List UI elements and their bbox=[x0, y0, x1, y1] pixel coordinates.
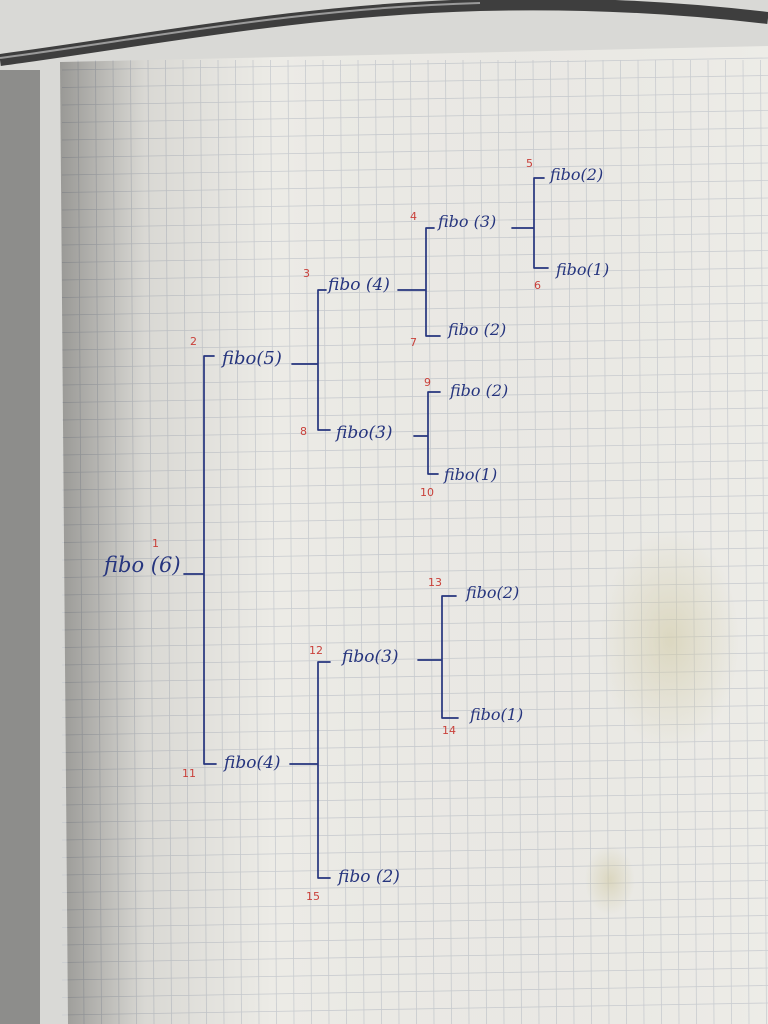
paper-sheet bbox=[60, 46, 768, 1024]
node-call-label: fibo (2) bbox=[449, 381, 508, 400]
call-order-number: 9 bbox=[424, 376, 431, 389]
node-call-label: fibo (6) bbox=[102, 553, 181, 577]
node-call-label: fibo (2) bbox=[447, 320, 506, 339]
cable bbox=[0, 0, 768, 66]
node-call-label: fibo(1) bbox=[469, 705, 523, 724]
node-call-label: fibo (4) bbox=[326, 275, 390, 295]
tree-connector bbox=[511, 177, 549, 269]
node-call-label: fibo (3) bbox=[437, 212, 496, 231]
node-call-label: fibo(3) bbox=[340, 647, 399, 667]
call-order-number: 1 bbox=[152, 537, 159, 550]
tree-connector bbox=[183, 355, 217, 765]
cable-highlight bbox=[0, 2, 481, 59]
tree-connector bbox=[397, 227, 441, 337]
stain bbox=[600, 530, 740, 750]
call-order-number: 4 bbox=[410, 210, 417, 223]
call-order-number: 10 bbox=[420, 486, 434, 499]
call-order-number: 11 bbox=[182, 767, 196, 780]
node-call-label: fibo(4) bbox=[222, 753, 281, 773]
tree-connector bbox=[413, 391, 441, 475]
call-order-number: 2 bbox=[190, 335, 197, 348]
call-order-number: 15 bbox=[306, 890, 320, 903]
tree-connector bbox=[289, 661, 331, 879]
call-order-number: 6 bbox=[534, 279, 541, 292]
call-order-number: 14 bbox=[442, 724, 456, 737]
node-call-label: fibo(2) bbox=[549, 165, 603, 184]
call-order-number: 13 bbox=[428, 576, 442, 589]
node-call-label: fibo(1) bbox=[555, 260, 609, 279]
call-order-number: 3 bbox=[303, 267, 310, 280]
tree-connector bbox=[417, 595, 459, 719]
node-call-label: fibo(3) bbox=[334, 423, 393, 443]
recursion-tree: fibo (6) 1 fibo(5) 2 fibo (4) 3 fibo (3) 4 fibo(… bbox=[102, 157, 609, 903]
call-order-number: 12 bbox=[309, 644, 323, 657]
node-call-label: fibo(5) bbox=[220, 348, 282, 369]
call-order-number: 5 bbox=[526, 157, 533, 170]
node-call-label: fibo(1) bbox=[443, 465, 497, 484]
node-call-label: fibo (2) bbox=[336, 867, 400, 887]
call-order-number: 7 bbox=[410, 336, 417, 349]
node-call-label: fibo(2) bbox=[465, 583, 519, 602]
tree-connector bbox=[291, 289, 331, 431]
stain bbox=[585, 845, 635, 915]
call-order-number: 8 bbox=[300, 425, 307, 438]
shadow-edge bbox=[0, 70, 40, 1024]
tree-connectors bbox=[183, 177, 549, 879]
tree-labels: fibo (6) 1 fibo(5) 2 fibo (4) 3 fibo (3) 4 fibo(… bbox=[102, 157, 609, 903]
